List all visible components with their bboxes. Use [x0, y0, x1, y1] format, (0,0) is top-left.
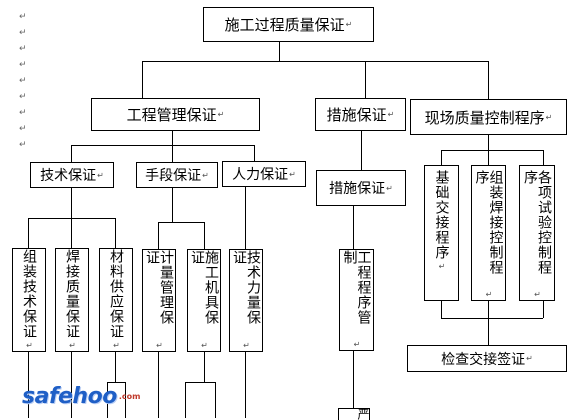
item-assembly-welding-control: 组装焊接控制程序 ↵: [471, 165, 506, 301]
paragraph-mark: ↵: [533, 290, 542, 300]
node-label: 现场质量控制程序: [424, 108, 545, 127]
paragraph-mark: ↵: [19, 108, 27, 118]
node-measures: 措施保证↵: [315, 98, 406, 131]
item-test-control: 各项试验控制程序 ↵: [519, 165, 555, 301]
node-label: 检查交接签证: [441, 351, 526, 368]
paragraph-mark: ↵: [202, 170, 209, 180]
paragraph-mark: ↵: [112, 341, 121, 351]
paragraph-mark: ↵: [19, 28, 27, 38]
node-label: 工程管理保证: [126, 106, 217, 124]
item-foundation-handover: 基础交接程序 ↵: [424, 165, 459, 301]
paragraph-mark: ↵: [19, 12, 27, 22]
node-project-management: 工程管理保证↵: [91, 98, 260, 131]
item-assembly-tech: 组装技术保证 ↵: [12, 248, 46, 352]
node-label: 材料供应保证: [108, 249, 124, 339]
node-label: 各项试验控制程序: [522, 170, 552, 275]
item-welding-quality: 焊接质量保证 ↵: [55, 248, 89, 352]
node-means-assurance: 手段保证↵: [136, 162, 218, 188]
node-label: 技术力量保证: [231, 250, 261, 325]
watermark-logo: safehoo.com: [22, 381, 140, 411]
item-procedure-control: 工程程序管制 ↵: [339, 249, 374, 351]
node-label: 手段保证: [145, 168, 202, 184]
node-label: 技术保证: [40, 168, 97, 184]
node-label: 计量管理保证: [144, 250, 174, 325]
item-material-supply: 材料供应保证 ↵: [99, 248, 133, 352]
item-construction-machinery: 施工机具保证 ↵: [187, 249, 221, 352]
paragraph-mark: ↵: [19, 124, 27, 134]
node-label: 组装技术保证: [21, 249, 37, 339]
paragraph-mark: ↵: [19, 76, 27, 86]
paragraph-mark: ↵: [387, 110, 395, 119]
node-inspection-signoff: 检查交接签证↵: [407, 345, 567, 372]
paragraph-mark: ↵: [25, 341, 34, 351]
node-label: 组装焊接控制程序: [473, 170, 504, 275]
partial-box: [107, 382, 126, 418]
node-label: 严: [356, 408, 370, 420]
node-label: 焊接质量保证: [64, 249, 80, 339]
paragraph-mark: ↵: [200, 341, 209, 351]
paragraph-mark: ↵: [345, 20, 353, 29]
paragraph-mark: ↵: [289, 169, 296, 179]
watermark-suffix: .com: [118, 391, 141, 401]
partial-box: 严: [338, 408, 370, 420]
paragraph-mark: ↵: [19, 92, 27, 102]
paragraph-mark: ↵: [217, 110, 225, 119]
paragraph-mark: ↵: [97, 170, 104, 180]
node-site-quality-control: 现场质量控制程序↵: [410, 99, 567, 135]
node-label: 措施保证: [326, 106, 387, 124]
node-label: 措施保证: [329, 181, 386, 197]
partial-box: [185, 382, 216, 418]
node-label: 施工机具保证: [189, 250, 219, 325]
node-measures-sub: 措施保证↵: [316, 170, 406, 206]
node-label: 工程程序管制: [341, 250, 372, 325]
node-technical-assurance: 技术保证↵: [30, 162, 114, 188]
item-metrology: 计量管理保证 ↵: [142, 249, 176, 352]
node-label: 人力保证: [232, 167, 289, 183]
node-label: 施工过程质量保证: [224, 16, 345, 34]
paragraph-mark: ↵: [437, 262, 447, 272]
watermark-text: safehoo: [22, 383, 117, 409]
paragraph-mark: ↵: [19, 44, 27, 54]
paragraph-mark: ↵: [484, 290, 494, 300]
paragraph-mark: ↵: [545, 112, 553, 122]
item-technical-force: 技术力量保证 ↵: [229, 249, 263, 352]
paragraph-mark: ↵: [19, 140, 27, 150]
paragraph-mark: ↵: [352, 340, 362, 350]
paragraph-mark: ↵: [19, 60, 27, 70]
node-manpower-assurance: 人力保证↵: [222, 161, 306, 187]
paragraph-mark: ↵: [68, 341, 77, 351]
paragraph-mark: ↵: [526, 354, 533, 363]
node-label: 基础交接程序: [433, 170, 450, 260]
root-node: 施工过程质量保证↵: [203, 7, 374, 42]
paragraph-mark: ↵: [242, 341, 251, 351]
paragraph-mark: ↵: [155, 341, 164, 351]
paragraph-mark: ↵: [386, 183, 393, 193]
